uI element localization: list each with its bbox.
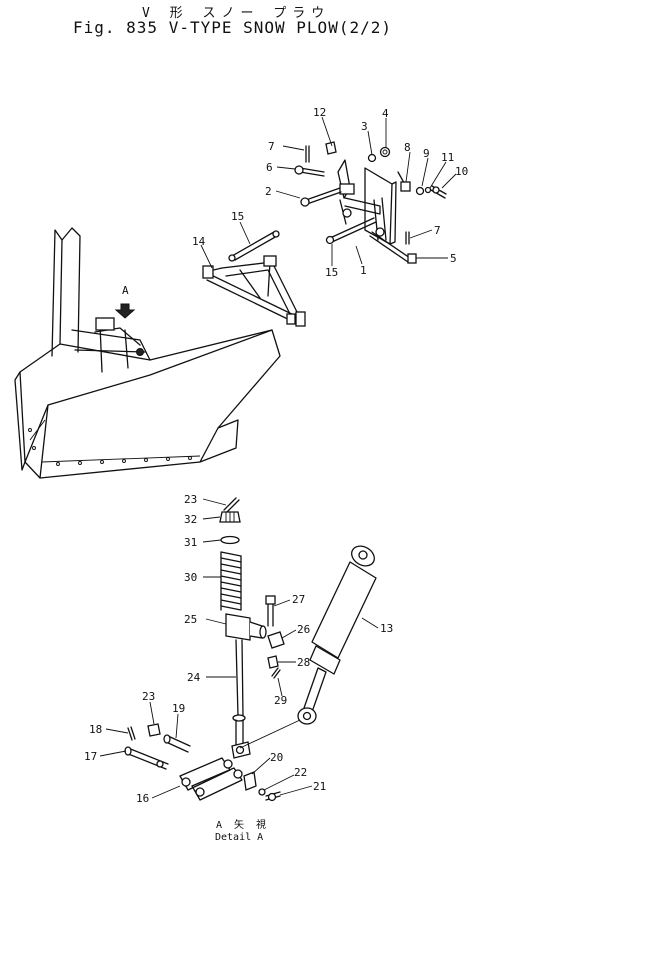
part-label-7-lower: 7 — [434, 224, 441, 237]
part-label-29: 29 — [274, 694, 287, 707]
part-label-10: 10 — [455, 165, 468, 178]
part-label-8: 8 — [404, 141, 411, 154]
plate-20-drawing — [243, 771, 257, 791]
part-label-22: 22 — [294, 766, 307, 779]
part-label-20: 20 — [270, 751, 283, 764]
part-label-24: 24 — [187, 671, 201, 684]
part-label-19: 19 — [172, 702, 185, 715]
part-label-13: 13 — [380, 622, 393, 635]
part-label-7-upper: 7 — [268, 140, 275, 153]
plate-23-lower-drawing — [147, 723, 161, 737]
pin-18-drawing — [127, 726, 136, 741]
bracket-assembly-drawing — [294, 141, 447, 264]
part-label-1: 1 — [360, 264, 367, 277]
nut-28-pin-29-drawing — [267, 655, 281, 679]
part-label-27: 27 — [292, 593, 305, 606]
part-label-28: 28 — [297, 656, 310, 669]
collar-26-drawing — [267, 631, 285, 649]
part-label-6: 6 — [266, 161, 273, 174]
part-label-3: 3 — [361, 120, 368, 133]
part-label-15-lower: 15 — [325, 266, 338, 279]
leader-lines — [99, 116, 457, 799]
part-label-26: 26 — [297, 623, 310, 636]
link-16-drawing — [179, 757, 243, 801]
view-arrow-a: A — [114, 284, 136, 319]
detail-caption-japanese: A 矢 視 — [216, 818, 269, 831]
figure-title-japanese: V 形 スノー プラウ — [142, 6, 331, 21]
pin-19-drawing — [163, 734, 191, 753]
part-label-25: 25 — [184, 613, 197, 626]
pin-17-drawing — [124, 746, 169, 770]
part-label-21: 21 — [313, 780, 326, 793]
pin-15-upper-drawing — [228, 230, 280, 262]
bolt-27-drawing — [265, 595, 276, 627]
spring-rod-drawing — [219, 497, 267, 759]
part-label-31: 31 — [184, 536, 197, 549]
part-labels: 12 3 4 7 8 9 11 6 10 2 15 14 7 5 15 1 23… — [84, 106, 468, 805]
part-label-9: 9 — [423, 147, 430, 160]
part-label-15-upper: 15 — [231, 210, 244, 223]
figure-title: Fig. 835 V-TYPE SNOW PLOW(2/2) — [73, 18, 392, 37]
part-label-5: 5 — [450, 252, 457, 265]
spring-30-coils — [220, 551, 242, 611]
part-label-12: 12 — [313, 106, 326, 119]
part-label-11: 11 — [441, 151, 454, 164]
detail-caption: A 矢 視 Detail A — [215, 818, 269, 843]
part-label-23-upper: 23 — [184, 493, 197, 506]
part-label-14: 14 — [192, 235, 206, 248]
part-label-17: 17 — [84, 750, 97, 763]
hydraulic-cylinder-13-drawing — [239, 545, 377, 749]
part-label-32: 32 — [184, 513, 197, 526]
part-label-16: 16 — [136, 792, 149, 805]
part-label-18: 18 — [89, 723, 102, 736]
washer-22-bolt-21-drawing — [258, 788, 281, 802]
part-label-23-lower: 23 — [142, 690, 155, 703]
part-label-4: 4 — [382, 107, 389, 120]
part-label-2: 2 — [265, 185, 272, 198]
detail-caption-text: Detail A — [215, 832, 263, 843]
a-frame-drawing — [202, 255, 306, 327]
view-arrow-label: A — [122, 284, 129, 297]
part-label-30: 30 — [184, 571, 197, 584]
plow-blade-drawing — [14, 227, 281, 479]
